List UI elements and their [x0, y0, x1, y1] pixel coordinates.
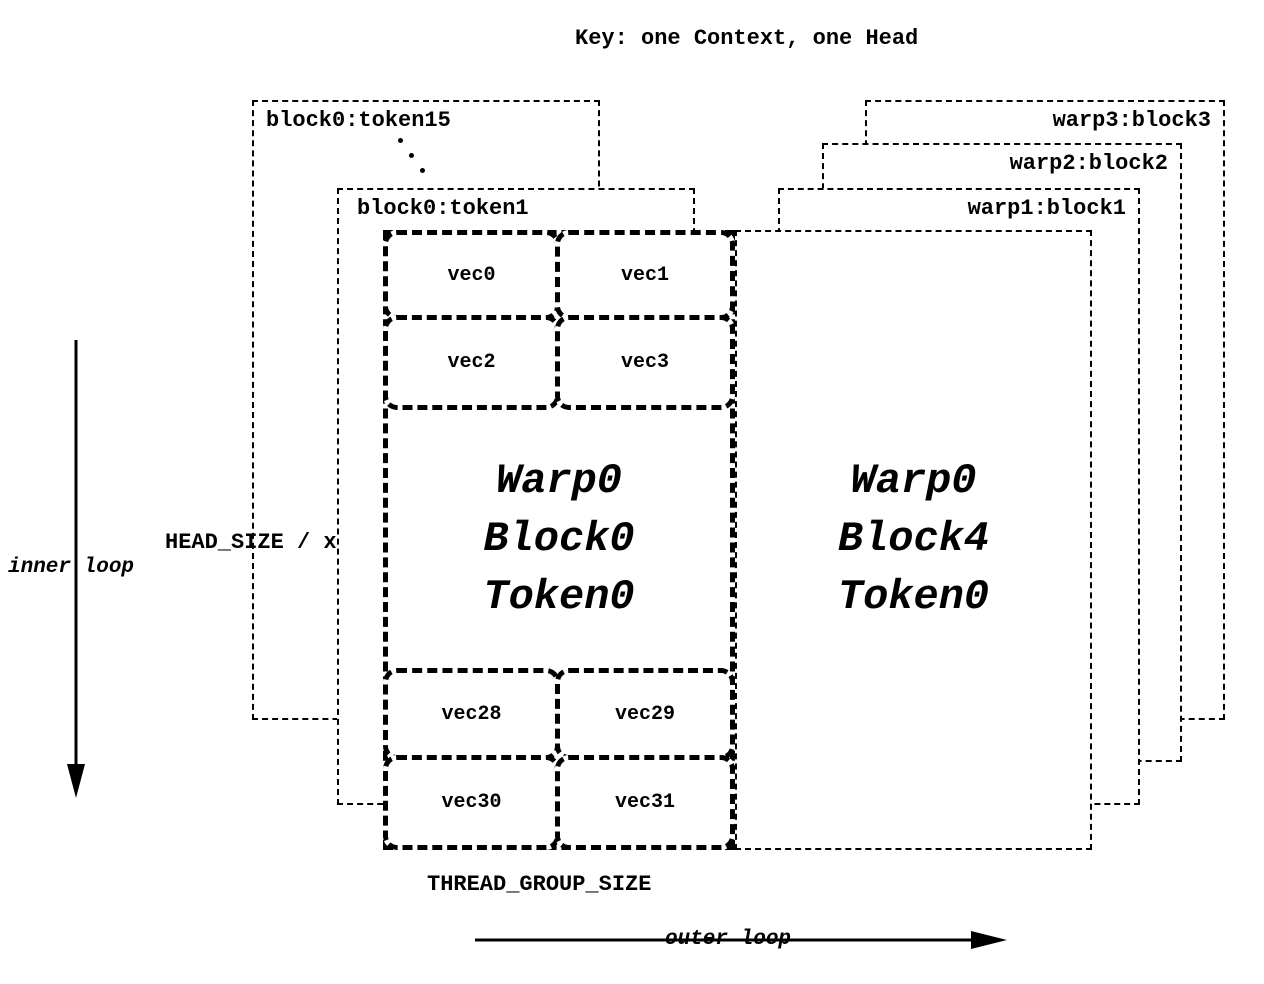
label-block0-token15: block0:token15	[266, 108, 451, 133]
main-block-line1: Warp0	[495, 457, 623, 505]
vec30-cell: vec30	[383, 755, 560, 850]
main-block-line2: Block0	[483, 515, 635, 563]
diagram-title: Key: one Context, one Head	[575, 26, 919, 51]
vec1-cell: vec1	[555, 230, 735, 320]
label-block0-token1: block0:token1	[357, 196, 529, 221]
outer-loop-label: outer loop	[665, 928, 792, 951]
diagonal-ellipsis-icon	[398, 138, 438, 184]
vec28-cell: vec28	[383, 668, 560, 760]
main-block-caption: Warp0 Block0 Token0	[383, 452, 735, 626]
right-block-line1: Warp0	[850, 457, 977, 505]
label-warp1-block1: warp1:block1	[967, 196, 1126, 221]
main-block-line3: Token0	[483, 573, 635, 621]
vec0-label: vec0	[447, 263, 496, 287]
right-block-line3: Token0	[837, 573, 990, 621]
head-size-label: HEAD_SIZE / x	[165, 530, 337, 555]
vec31-cell: vec31	[555, 755, 735, 850]
box-warp0-block4	[735, 230, 1092, 850]
vec2-label: vec2	[447, 351, 496, 374]
label-warp3-block3: warp3:block3	[1052, 108, 1211, 133]
vec3-cell: vec3	[555, 315, 735, 410]
right-block-line2: Block4	[837, 515, 990, 563]
thread-group-size-label: THREAD_GROUP_SIZE	[427, 872, 652, 897]
vec30-label: vec30	[441, 791, 502, 814]
outer-loop-arrow	[475, 931, 1007, 949]
vec29-cell: vec29	[555, 668, 735, 760]
inner-loop-label: inner loop	[8, 556, 135, 579]
vec1-label: vec1	[620, 263, 669, 287]
vec0-cell: vec0	[383, 230, 560, 320]
inner-loop-arrow	[67, 340, 85, 798]
vec28-label: vec28	[441, 702, 502, 726]
label-warp2-block2: warp2:block2	[1009, 151, 1168, 176]
vec2-cell: vec2	[383, 315, 560, 410]
vec31-label: vec31	[614, 791, 675, 814]
vec29-label: vec29	[614, 702, 675, 726]
right-block-caption: Warp0 Block4 Token0	[735, 452, 1092, 626]
vec3-label: vec3	[620, 351, 669, 374]
